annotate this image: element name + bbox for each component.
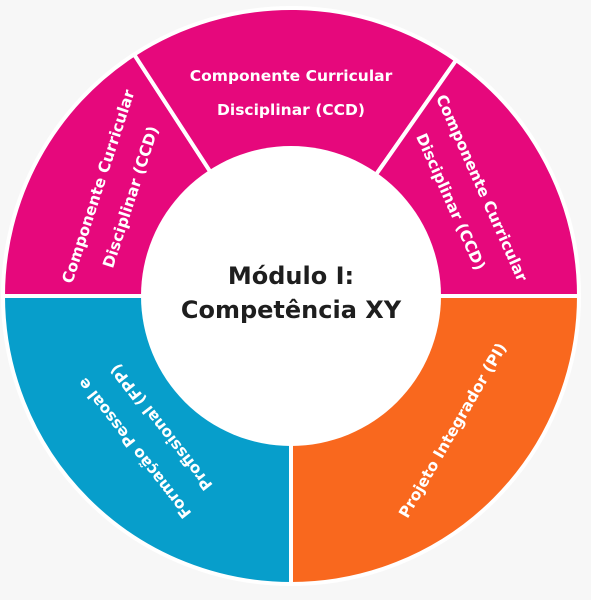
- center-label: Módulo I: Competência XY: [181, 262, 402, 324]
- label-ccd-top-line1: Componente Curricular: [190, 67, 393, 85]
- center-title-line2: Competência XY: [181, 296, 402, 324]
- center-circle: [141, 146, 441, 446]
- label-ccd-top: Componente Curricular Disciplinar (CCD): [190, 67, 393, 119]
- center-title-line1: Módulo I:: [228, 262, 354, 290]
- label-ccd-top-line2: Disciplinar (CCD): [217, 101, 365, 119]
